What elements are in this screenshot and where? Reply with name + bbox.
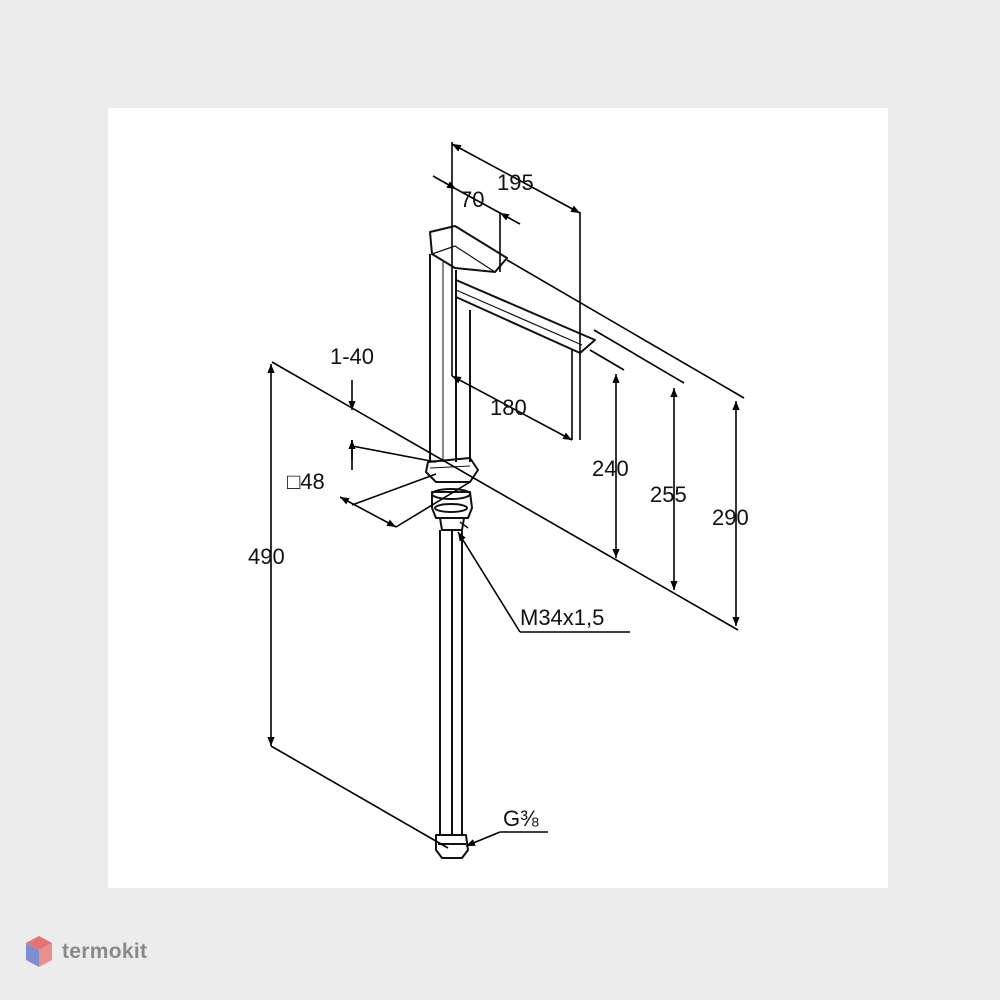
dim-70-label: 70 <box>460 187 484 212</box>
dim-70 <box>432 175 521 272</box>
dim-255-label: 255 <box>650 482 687 507</box>
dim-180 <box>451 350 573 441</box>
callout-g38 <box>465 831 548 847</box>
callout-m34-label: M34x1,5 <box>520 605 604 630</box>
column <box>429 254 471 462</box>
faucet-body <box>425 225 596 859</box>
dim-290-label: 290 <box>712 505 749 530</box>
dim-195-label: 195 <box>497 170 534 195</box>
dim-490-label: 490 <box>248 544 285 569</box>
watermark-text: termokit <box>62 940 148 963</box>
dim-240-label: 240 <box>592 456 629 481</box>
dim-48 <box>339 481 471 528</box>
dim-290 <box>506 259 745 626</box>
lever <box>429 225 508 273</box>
dim-490 <box>267 364 449 849</box>
supply-hose <box>439 530 463 835</box>
watermark: termokit <box>24 934 147 970</box>
dim-48-label: □48 <box>287 469 325 494</box>
dim-1-40-label: 1-40 <box>330 344 374 369</box>
callout-m34 <box>457 531 630 633</box>
callout-g38-label: G⅜ <box>503 806 539 831</box>
dim-1-40 <box>348 380 437 470</box>
dim-195 <box>451 142 581 440</box>
dim-240 <box>589 349 625 558</box>
drawing-sheet <box>108 108 888 888</box>
dim-255 <box>593 329 685 590</box>
spout <box>455 279 596 354</box>
dim-180-label: 180 <box>490 395 527 420</box>
cube-logo-icon <box>26 936 52 967</box>
hose-fitting <box>435 834 469 859</box>
